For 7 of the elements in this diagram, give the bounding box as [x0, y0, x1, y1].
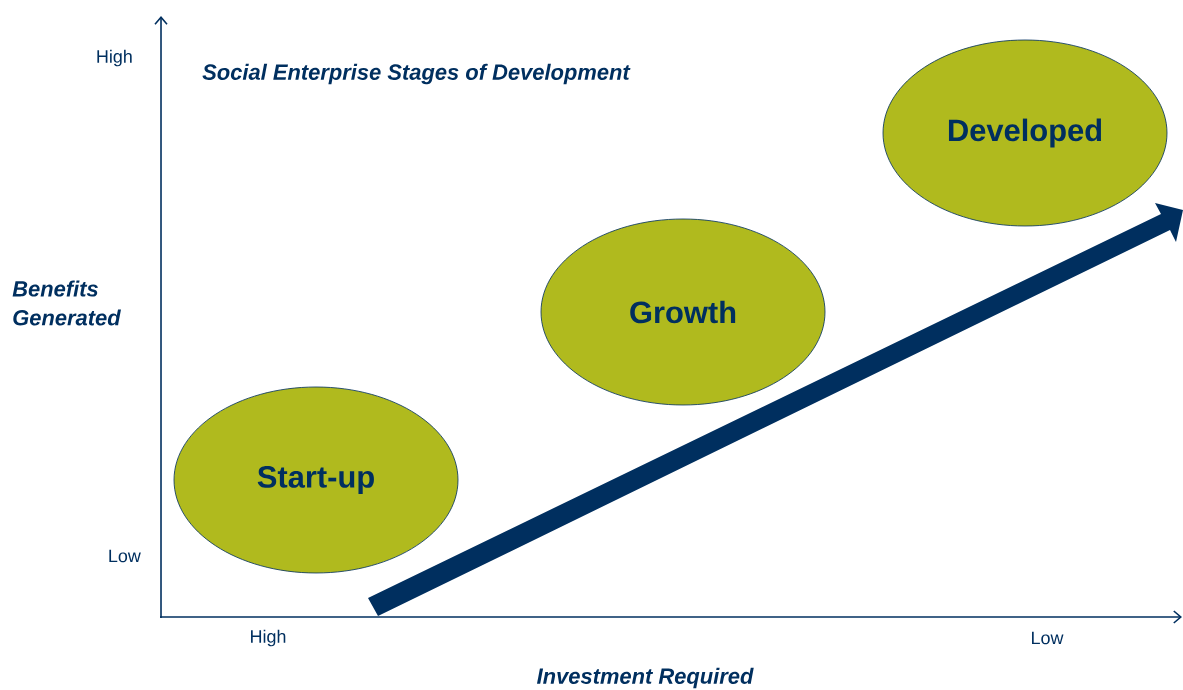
- axis-tick-label: High: [97, 49, 132, 67]
- axis-title: Investment Required: [537, 667, 754, 689]
- axis-tick-label: Low: [109, 549, 141, 563]
- axis-title: Benefits Generated: [12, 280, 121, 326]
- axis-tick-label: Low: [1032, 631, 1064, 645]
- title: Social Enterprise Stages of Development: [202, 63, 631, 85]
- axis-tick-label: High: [251, 629, 286, 647]
